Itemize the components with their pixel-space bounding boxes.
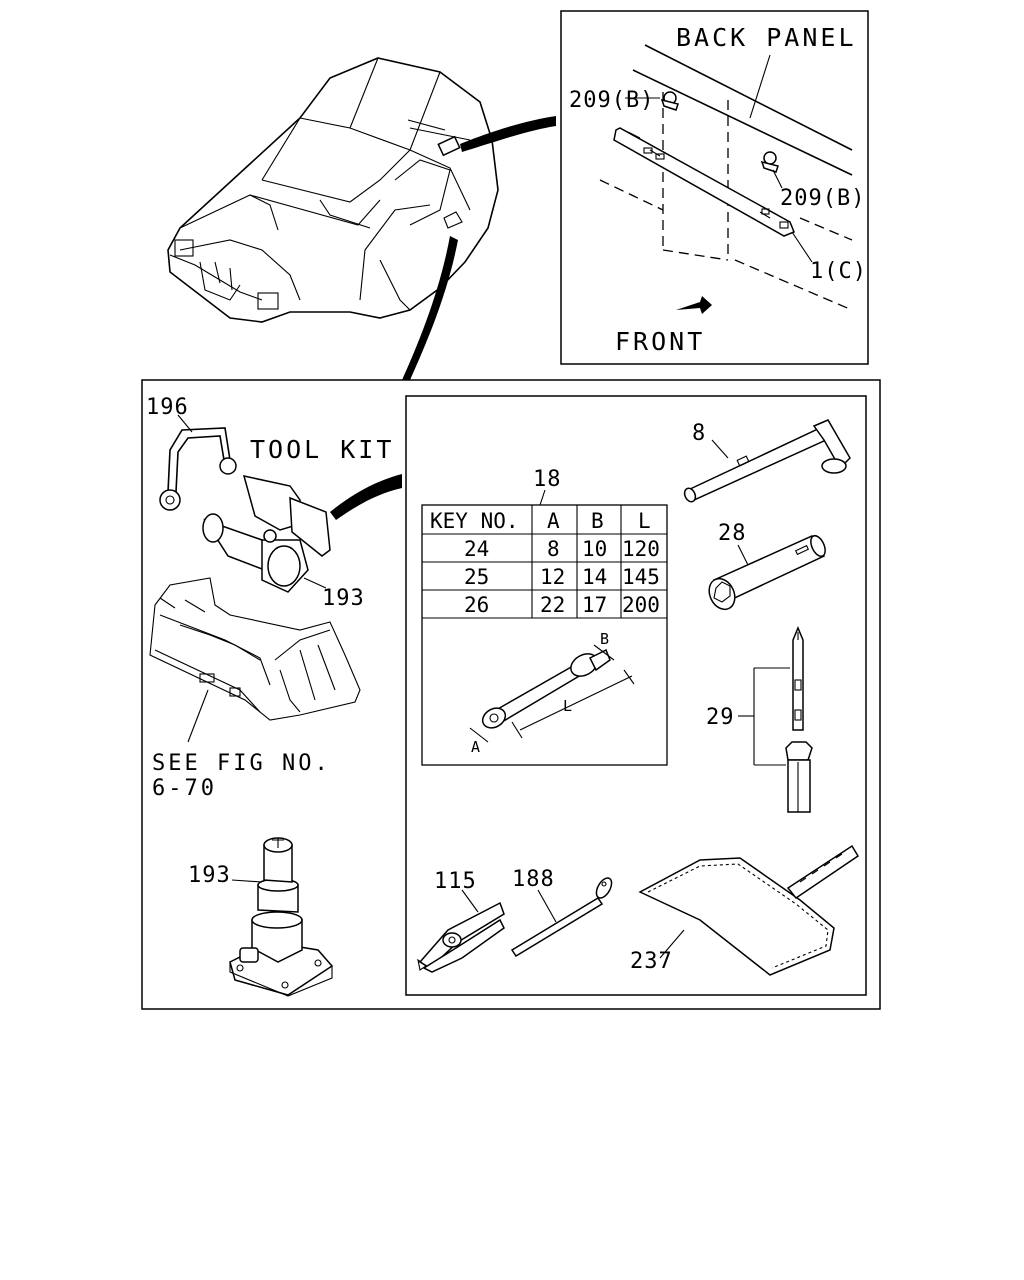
table-cell: 25 — [464, 565, 489, 589]
callout-196: 196 — [146, 395, 189, 420]
jack-handle-rod-illustration — [510, 877, 613, 958]
wrench-size-table: KEY NO. A B L 24 8 10 120 25 12 14 145 2… — [421, 504, 668, 766]
wrench-dimension-b: B — [600, 630, 609, 648]
wrench-dimension-a: A — [471, 738, 480, 756]
callout-29: 29 — [706, 705, 735, 730]
tool-kit-detail-box — [405, 395, 867, 996]
open-end-wrench-icon — [469, 644, 635, 743]
tool-kit-bag-illustration — [202, 475, 331, 593]
callout-8: 8 — [692, 421, 706, 446]
callout-193-kit: 193 — [322, 586, 365, 611]
callout-1c: 1(C) — [810, 259, 867, 284]
table-cell: 24 — [464, 537, 489, 561]
table-cell: 14 — [582, 565, 607, 589]
callout-28: 28 — [718, 521, 747, 546]
table-cell: 10 — [582, 537, 607, 561]
callout-pointer — [402, 236, 458, 380]
front-label: FRONT — [615, 327, 705, 356]
back-panel-label: BACK PANEL — [676, 23, 857, 52]
tool-kit-label: TOOL KIT — [250, 435, 394, 464]
table-cell: 17 — [582, 593, 607, 617]
callout-209b-top: 209(B) — [569, 88, 654, 113]
callout-193-jack: 193 — [188, 863, 231, 888]
pliers-icon — [417, 901, 505, 973]
front-arrow-icon — [676, 296, 712, 314]
see-fig-label: SEE FIG NO. — [152, 751, 331, 776]
table-cell: 12 — [540, 565, 565, 589]
wrench-dimension-l: L — [563, 697, 572, 715]
callout-pointer — [460, 116, 556, 152]
table-header-key-no: KEY NO. — [430, 509, 519, 533]
callout-115: 115 — [434, 869, 477, 894]
callout-209b-right: 209(B) — [780, 186, 865, 211]
table-header-a: A — [547, 509, 560, 533]
callout-18: 18 — [533, 467, 562, 492]
screwdriver-icon — [785, 626, 813, 813]
box-wrench-illustration — [708, 534, 826, 611]
tool-kit-section-box — [141, 379, 881, 1010]
truck-cab-illustration — [167, 57, 499, 323]
table-header-b: B — [591, 509, 604, 533]
callout-pointer — [330, 474, 402, 520]
tool-bag-icon — [638, 844, 860, 976]
floor-pan-illustration — [149, 577, 361, 721]
tool-strap-illustration — [159, 427, 237, 511]
table-cell: 22 — [540, 593, 565, 617]
table-cell: 120 — [622, 537, 660, 561]
table-cell: 8 — [547, 537, 560, 561]
wheel-nut-wrench-illustration — [683, 419, 851, 503]
see-fig-number: 6-70 — [152, 776, 217, 801]
callout-237: 237 — [630, 949, 673, 974]
table-cell: 145 — [622, 565, 660, 589]
callout-188: 188 — [512, 867, 555, 892]
back-panel-bracket-illustration — [599, 44, 853, 314]
table-header-l: L — [638, 509, 651, 533]
bottle-jack-illustration — [229, 837, 334, 997]
table-cell: 26 — [464, 593, 489, 617]
back-panel-detail-box — [560, 10, 869, 365]
table-cell: 200 — [622, 593, 660, 617]
